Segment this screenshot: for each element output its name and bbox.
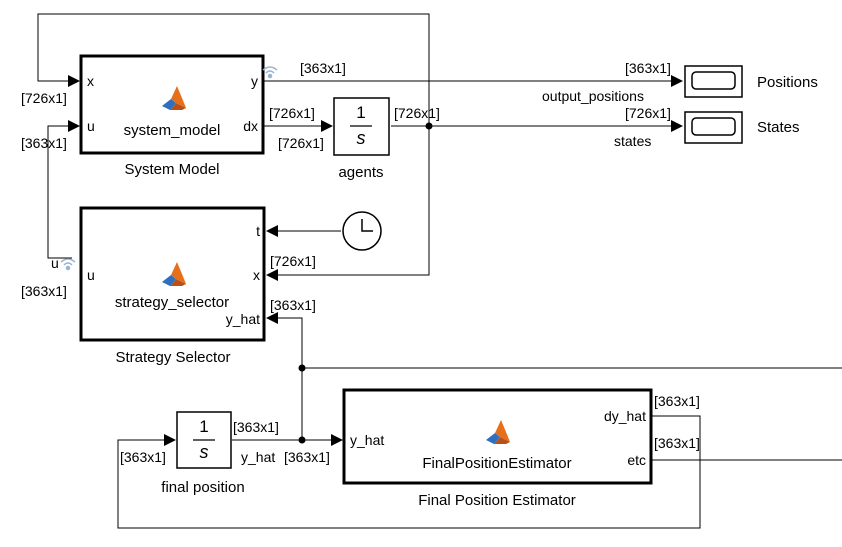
block-caption: Final Position Estimator xyxy=(418,492,576,509)
signal-dimension: [363x1] xyxy=(21,283,67,299)
signal-dimension: [363x1] xyxy=(284,449,330,465)
junction-dot xyxy=(298,436,306,444)
wireless-icon xyxy=(262,66,278,79)
port-label: dy_hat xyxy=(604,408,646,424)
line-name: y_hat xyxy=(241,449,275,465)
line-dy-hat-loop[interactable] xyxy=(117,415,701,529)
block-caption: Strategy Selector xyxy=(115,349,230,366)
signal-dimension: [363x1] xyxy=(21,135,67,151)
block-caption: States xyxy=(757,119,800,136)
port-label: y_hat xyxy=(350,432,384,448)
wireless-icon xyxy=(60,258,76,271)
junction-dot xyxy=(298,364,306,372)
port-label: u xyxy=(87,267,95,283)
states-scope-block[interactable] xyxy=(684,111,743,144)
clock-icon xyxy=(361,219,373,232)
signal-dimension: [363x1] xyxy=(654,435,700,451)
signal-dimension: [726x1] xyxy=(625,105,671,121)
clock-block[interactable] xyxy=(342,211,382,251)
port-label: x xyxy=(87,73,94,89)
strategy-selector-block[interactable]: strategy_selector u t x y_hat xyxy=(79,206,266,342)
arrowheads xyxy=(68,75,683,446)
line-u[interactable] xyxy=(47,125,72,259)
junction-dot xyxy=(425,122,433,130)
line-x-feedback[interactable] xyxy=(37,13,430,126)
signal-dimension: [726x1] xyxy=(270,253,316,269)
integrator-denominator: s xyxy=(200,442,209,462)
integrator-numerator: 1 xyxy=(199,417,208,436)
signal-dimension: [726x1] xyxy=(278,135,324,151)
system-model-block[interactable]: system_model x u y dx xyxy=(79,54,265,155)
port-label: dx xyxy=(243,118,258,134)
signal-lines xyxy=(37,13,842,529)
signal-dimension: [363x1] xyxy=(233,419,279,435)
block-function-name: system_model xyxy=(124,122,221,139)
port-label: etc xyxy=(627,452,646,468)
block-function-name: FinalPositionEstimator xyxy=(422,455,571,472)
line-y-hat-up[interactable] xyxy=(276,317,303,440)
line-name: states xyxy=(614,133,651,149)
port-label: x xyxy=(253,267,260,283)
signal-dimension: [726x1] xyxy=(269,105,315,121)
line-x-to-selector[interactable] xyxy=(276,126,430,276)
block-caption: final position xyxy=(161,479,244,496)
integrator-numerator: 1 xyxy=(356,103,365,122)
signal-dimension: [363x1] xyxy=(300,60,346,76)
port-label: u xyxy=(87,118,95,134)
port-label: y_hat xyxy=(226,311,260,327)
line-name: output_positions xyxy=(542,88,644,104)
final-position-estimator-block[interactable]: FinalPositionEstimator y_hat dy_hat etc xyxy=(342,388,653,485)
line-name-labels: output_positions states y_hat xyxy=(241,88,651,465)
signal-dimension: [726x1] xyxy=(394,105,440,121)
final-position-integrator-block[interactable]: 1 s xyxy=(176,411,232,469)
signal-dimension: [363x1] xyxy=(625,60,671,76)
goto-tag-label: u xyxy=(51,255,59,271)
block-caption: System Model xyxy=(124,161,219,178)
signal-dimension: [363x1] xyxy=(270,297,316,313)
signal-dimension: [363x1] xyxy=(654,393,700,409)
positions-scope-block[interactable] xyxy=(684,65,743,98)
integrator-denominator: s xyxy=(357,128,366,148)
signal-dimension-labels: [726x1] [363x1] [363x1] [726x1] [726x1] … xyxy=(21,60,700,465)
block-function-name: strategy_selector xyxy=(115,294,229,311)
signal-dimension: [726x1] xyxy=(21,90,67,106)
agents-integrator-block[interactable]: 1 s xyxy=(333,97,390,156)
block-caption: agents xyxy=(338,164,383,181)
signal-dimension: [363x1] xyxy=(120,449,166,465)
port-label: y xyxy=(251,73,258,89)
port-label: t xyxy=(256,223,260,239)
block-caption: Positions xyxy=(757,74,818,91)
